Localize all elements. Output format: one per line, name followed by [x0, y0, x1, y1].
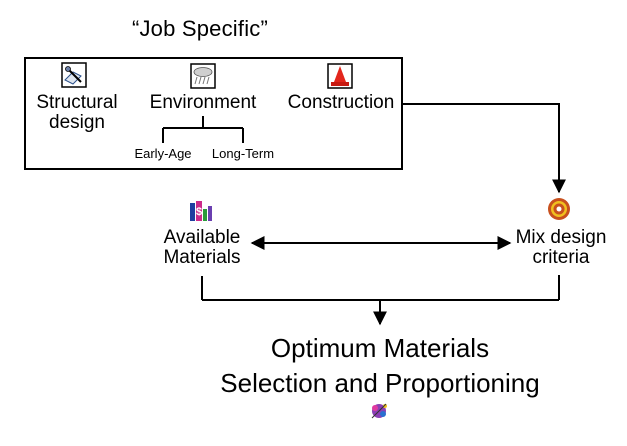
traffic-cone-icon: [327, 63, 353, 89]
early-age-label: Early-Age: [134, 146, 192, 161]
arrow-to-result: [201, 275, 560, 326]
available-materials-label: Available Materials: [163, 227, 241, 268]
selection-proportioning-label: Selection and Proportioning: [220, 368, 540, 398]
money-chart-icon: $: [190, 201, 212, 221]
svg-text:$: $: [196, 206, 202, 218]
environment-bracket: [162, 116, 244, 143]
environment-label: Environment: [149, 92, 257, 113]
construction-label: Construction: [287, 92, 395, 113]
arrow-construction-to-mix-design: [402, 103, 566, 194]
long-term-label: Long-Term: [211, 146, 275, 161]
job-specific-box: [24, 57, 403, 170]
target-icon: [548, 198, 570, 220]
rain-cloud-icon: [190, 63, 216, 89]
drafting-pen-icon: [61, 62, 87, 88]
molecule-icon: [371, 403, 387, 419]
diagram-title: “Job Specific”: [131, 16, 269, 41]
mix-design-criteria-label: Mix design criteria: [515, 227, 607, 268]
optimum-materials-label: Optimum Materials: [270, 333, 490, 363]
structural-design-label: Structural design: [36, 92, 118, 133]
